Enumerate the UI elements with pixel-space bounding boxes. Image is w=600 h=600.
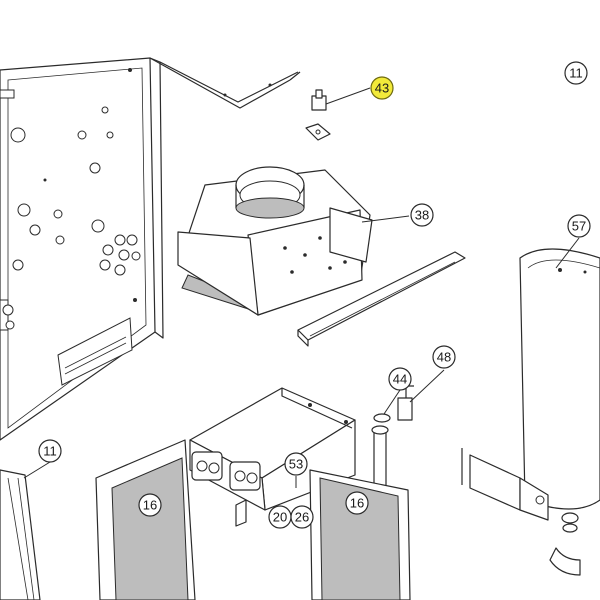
callout-44[interactable]: 44	[388, 367, 412, 391]
lower-frame	[0, 469, 41, 600]
callout-26-label: 26	[295, 510, 309, 525]
callout-16-left[interactable]: 16	[138, 493, 162, 517]
back-panel	[0, 57, 164, 441]
expansion-vessel	[519, 248, 600, 510]
heat-exchanger	[177, 387, 356, 527]
callout-11-top[interactable]: 11	[564, 61, 588, 85]
callout-11-bottom[interactable]: 11	[38, 439, 62, 463]
insulation-panel-right	[309, 469, 411, 600]
callout-11-top-label: 11	[569, 66, 583, 81]
callout-48[interactable]: 48	[432, 345, 456, 369]
callout-16-right[interactable]: 16	[345, 491, 369, 515]
callout-38[interactable]: 38	[410, 203, 434, 227]
insulation-panel-left	[95, 439, 196, 600]
support-rail	[297, 251, 466, 347]
callout-57-label: 57	[572, 219, 586, 234]
fan-hood-assembly	[177, 166, 373, 316]
leader-lines	[23, 87, 580, 488]
callout-43[interactable]: 43	[370, 76, 394, 100]
callout-11-bottom-label: 11	[43, 444, 57, 459]
callout-48-label: 48	[437, 350, 451, 365]
callout-26[interactable]: 26	[290, 505, 314, 529]
callout-53-label: 53	[289, 457, 303, 472]
callout-43-label: 43	[375, 81, 389, 96]
callout-53[interactable]: 53	[284, 452, 308, 476]
callout-38-label: 38	[415, 208, 429, 223]
callout-16-right-label: 16	[350, 496, 364, 511]
vessel-bracket	[461, 448, 549, 521]
callout-20[interactable]: 20	[268, 505, 292, 529]
sensor-bracket	[305, 89, 331, 141]
callout-44-label: 44	[393, 372, 407, 387]
callout-20-label: 20	[273, 510, 287, 525]
top-cover	[149, 57, 301, 109]
callout-57[interactable]: 57	[567, 214, 591, 238]
callout-16-left-label: 16	[143, 498, 157, 513]
